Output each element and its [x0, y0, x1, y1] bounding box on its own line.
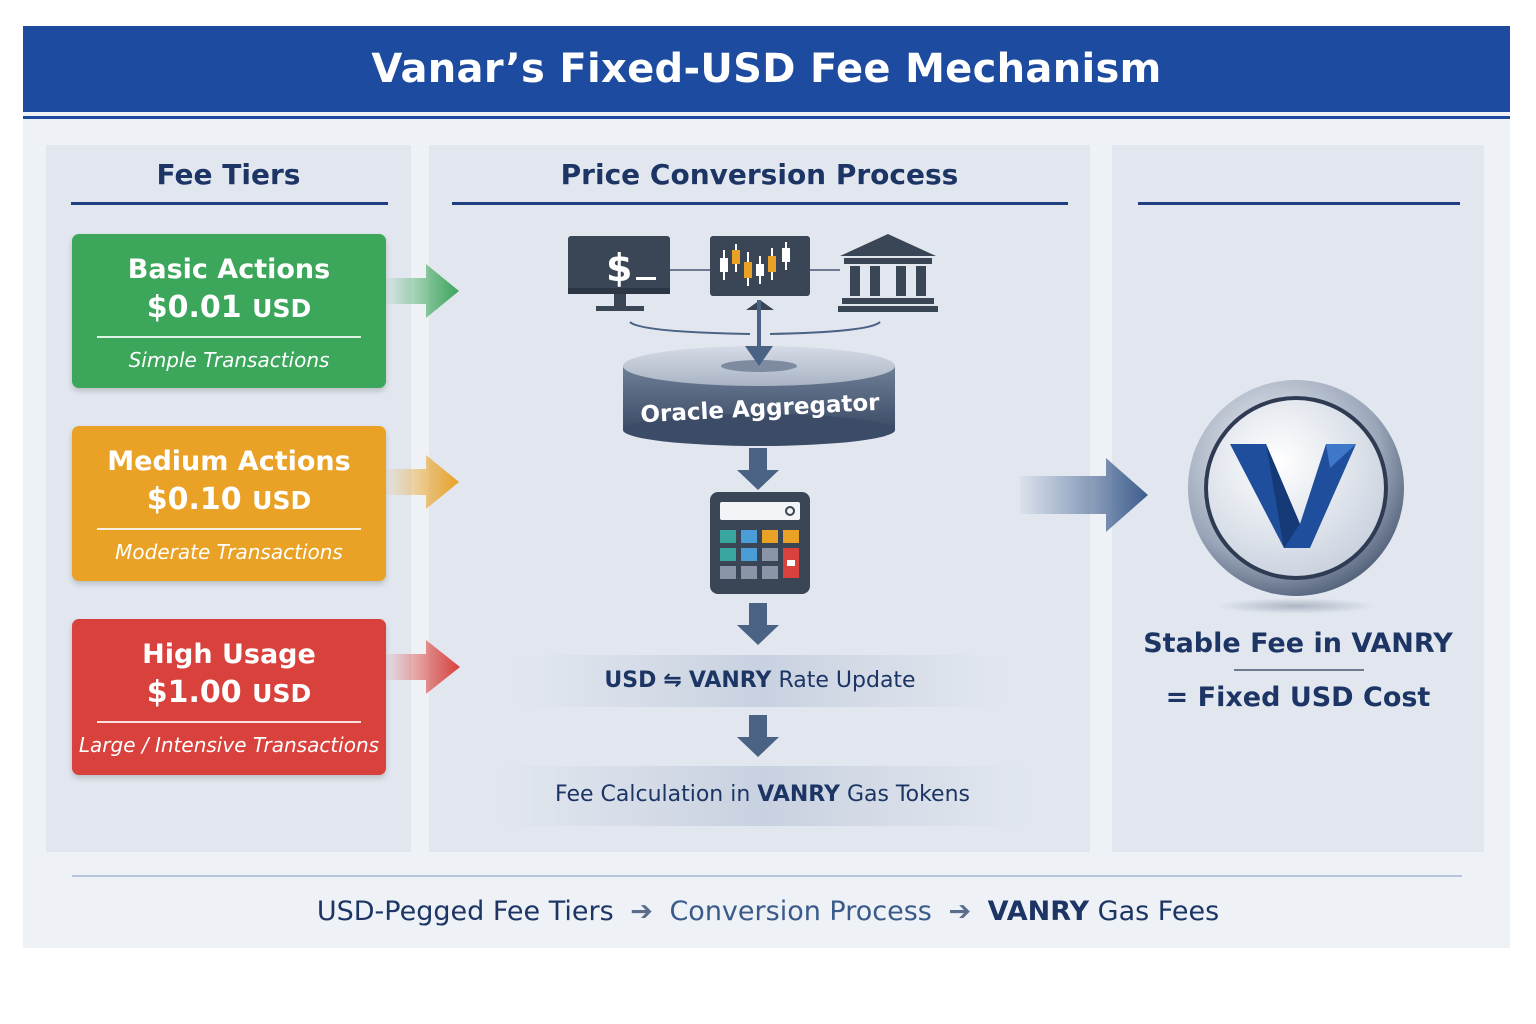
- tier-card-high: High Usage $1.00 USD Large / Intensive T…: [72, 619, 386, 775]
- calculator-icon: [710, 492, 810, 594]
- tier-divider: [97, 721, 361, 723]
- rate-swap-icon: ⇋: [663, 668, 682, 693]
- tier-divider: [97, 336, 361, 338]
- footer-step-2: Conversion Process: [669, 896, 932, 927]
- arrow-down-icon: [737, 448, 779, 490]
- svg-text:$: $: [606, 246, 632, 290]
- rate-rest: Rate Update: [778, 668, 916, 693]
- fee-calc-rest: Gas Tokens: [846, 782, 970, 807]
- tier-price: $1.00: [146, 675, 242, 710]
- rate-right: VANRY: [688, 668, 772, 693]
- fee-tiers-heading: Fee Tiers: [156, 158, 301, 191]
- tier-unit: USD: [252, 679, 312, 708]
- arrow-high: [386, 640, 460, 694]
- tier-price-line: $0.10 USD: [72, 482, 386, 517]
- fee-calc-box: Fee Calculation in VANRY Gas Tokens: [490, 782, 1035, 807]
- result-heading-rule: [1138, 202, 1460, 205]
- tier-divider: [97, 528, 361, 530]
- result-divider: [1234, 669, 1364, 671]
- footer-step-1: USD-Pegged Fee Tiers: [316, 896, 614, 927]
- title-underline: [23, 116, 1510, 119]
- oracle-aggregator: [623, 300, 895, 446]
- tier-name: Basic Actions: [127, 254, 331, 285]
- conversion-heading: Price Conversion Process: [560, 158, 959, 191]
- page-title: Vanar’s Fixed-USD Fee Mechanism: [371, 46, 1162, 92]
- tier-card-basic: Basic Actions $0.01 USD Simple Transacti…: [72, 234, 386, 388]
- tier-name: High Usage: [142, 639, 316, 670]
- footer-arrow-icon: ➔: [948, 896, 972, 927]
- tier-description: Large / Intensive Transactions: [78, 733, 380, 757]
- tier-name: Medium Actions: [107, 446, 351, 477]
- result-line-1: Stable Fee in VANRY: [1143, 628, 1453, 659]
- footer-step-3-rest: Gas Fees: [1097, 896, 1220, 927]
- dollar-terminal-icon: $: [568, 236, 670, 311]
- tier-unit: USD: [252, 294, 312, 323]
- rate-update-box: USD ⇋ VANRY Rate Update: [510, 668, 1010, 693]
- title-bar: Vanar’s Fixed-USD Fee Mechanism: [23, 26, 1510, 112]
- footer-step-3-bold: VANRY: [987, 896, 1090, 927]
- fee-band: [490, 766, 1035, 826]
- tier-price-line: $1.00 USD: [72, 675, 386, 710]
- tier-price-line: $0.01 USD: [72, 290, 386, 325]
- tier-unit: USD: [252, 486, 312, 515]
- arrow-down-icon: [737, 603, 779, 645]
- tier-price: $0.10: [146, 482, 242, 517]
- vanry-coin-icon: [1188, 380, 1404, 614]
- tier-card-medium: Medium Actions $0.10 USD Moderate Transa…: [72, 426, 386, 581]
- tier-description: Simple Transactions: [128, 348, 330, 372]
- tier-description: Moderate Transactions: [115, 540, 343, 564]
- rate-left: USD: [604, 668, 657, 693]
- bank-icon: [838, 234, 938, 312]
- source-icons: $: [568, 234, 938, 335]
- rate-band: [510, 655, 1010, 707]
- tier-price: $0.01: [146, 290, 242, 325]
- fee-calc-lead: Fee Calculation in: [555, 782, 751, 807]
- arrow-to-coin: [1020, 458, 1148, 532]
- fee-tiers-heading-rule: [71, 202, 388, 205]
- conversion-heading-rule: [452, 202, 1068, 205]
- result-line-2: = Fixed USD Cost: [1165, 682, 1431, 713]
- fee-calc-token: VANRY: [757, 782, 840, 807]
- footer-flow: USD-Pegged Fee Tiers ➔ Conversion Proces…: [0, 896, 1536, 927]
- arrow-down-icon: [737, 715, 779, 757]
- arrow-basic: [386, 264, 459, 318]
- footer-arrow-icon: ➔: [630, 896, 653, 927]
- footer-rule: [72, 875, 1462, 877]
- arrow-medium: [386, 455, 459, 509]
- candlestick-chart-icon: [710, 236, 810, 310]
